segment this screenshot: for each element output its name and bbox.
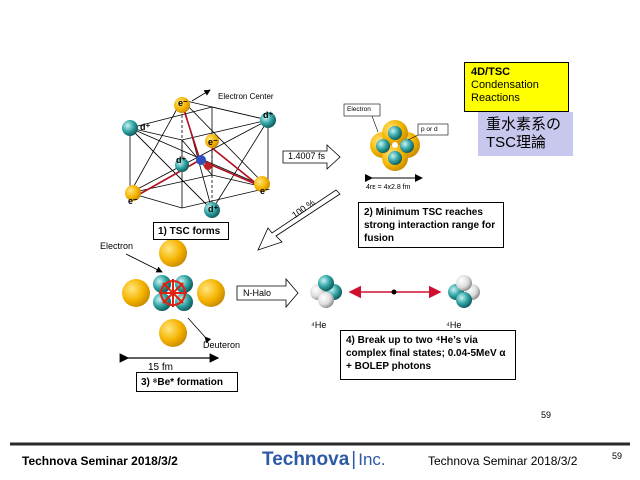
electron-mid (205, 134, 219, 148)
min-tsc-text: 2) Minimum TSC reaches strong interactio… (364, 207, 496, 244)
he-left-label: ⁴He (311, 320, 327, 330)
time-arrow (282, 144, 341, 170)
d-tag-tl: d⁺ (140, 122, 151, 132)
electron-small-box (343, 103, 381, 117)
inner-page-number: 59 (541, 410, 552, 420)
he-left-cluster (310, 275, 342, 308)
japanese-box: 重水素系の TSC理論 (478, 112, 573, 156)
badge-title: 4D/TSC (471, 66, 511, 78)
be-cluster (122, 239, 225, 347)
electron-bl (125, 185, 141, 201)
badge-line3: Reactions (471, 92, 520, 104)
he-right-cluster (448, 275, 480, 308)
breakup-text: 4) Break up to two ⁴He’s via complex fin… (346, 335, 506, 372)
min-tsc-cluster (370, 120, 420, 171)
logo-sep: | (351, 449, 357, 470)
d-tag-bottom: d⁺ (208, 204, 219, 214)
deuteron-tr (260, 112, 276, 128)
japanese-line1: 重水素系の (486, 116, 562, 133)
e-tag-top: e⁻ (178, 98, 188, 108)
d-tag-tr: d⁺ (263, 110, 274, 120)
d-tag-mid: d⁺ (176, 155, 187, 165)
logo-inc: Inc. (358, 450, 386, 469)
electron-top (174, 97, 190, 113)
min-tsc-box: 2) Minimum TSC reaches strong interactio… (358, 202, 504, 248)
technova-logo: Technova|Inc. (262, 449, 386, 471)
badge-line2: Condensation (471, 79, 539, 91)
time-label: 1.4007 fs (288, 151, 326, 161)
outer-page-number: 59 (612, 451, 623, 461)
be-formation-box: 3) ⁸Be* formation (136, 372, 238, 392)
tsc-forms-box: 1) TSC forms (153, 222, 229, 240)
e-tag-mid: e⁻ (208, 137, 218, 147)
cube-particles (122, 97, 276, 218)
tsc-red-bonds (137, 103, 259, 196)
tsc-forms-text: 1) TSC forms (158, 226, 221, 237)
center-dot (196, 155, 206, 165)
footer-left: Technova Seminar 2018/3/2 (22, 454, 178, 468)
tsc-badge: 4D/TSC Condensation Reactions (464, 62, 569, 112)
breakup-box: 4) Break up to two ⁴He’s via complex fin… (340, 330, 516, 380)
japanese-line2: TSC理論 (486, 134, 547, 151)
n-halo-label: N-Halo (243, 288, 272, 298)
be-formation-text: 3) ⁸Be* formation (141, 377, 223, 388)
he-right-label: ⁴He (446, 320, 462, 330)
percent-arrow (257, 189, 341, 251)
electron-small-label: Electron (347, 106, 371, 113)
p-or-d-label: p or d (421, 126, 438, 133)
deuteron-label: Deuteron (203, 340, 241, 350)
e-tag-bl: e⁻ (128, 196, 138, 206)
electron-center-pointer (191, 89, 211, 102)
n-halo-arrow (236, 277, 299, 309)
e-tag-br: e⁻ (260, 186, 270, 196)
p-or-d-box (417, 123, 449, 136)
electron-label: Electron (100, 241, 134, 251)
footer-right: Technova Seminar 2018/3/2 (428, 454, 578, 468)
size-label: 4rᴇ = 4x2.8 fm (366, 184, 411, 191)
logo-main: Technova (262, 449, 350, 470)
electron-center-label: Electron Center (218, 92, 274, 101)
electron-br (254, 176, 270, 192)
deuteron-mid (175, 158, 189, 172)
deuteron-bottom (204, 202, 220, 218)
deuteron-tl (122, 120, 138, 136)
fm15-label: 15 fm (148, 362, 174, 373)
